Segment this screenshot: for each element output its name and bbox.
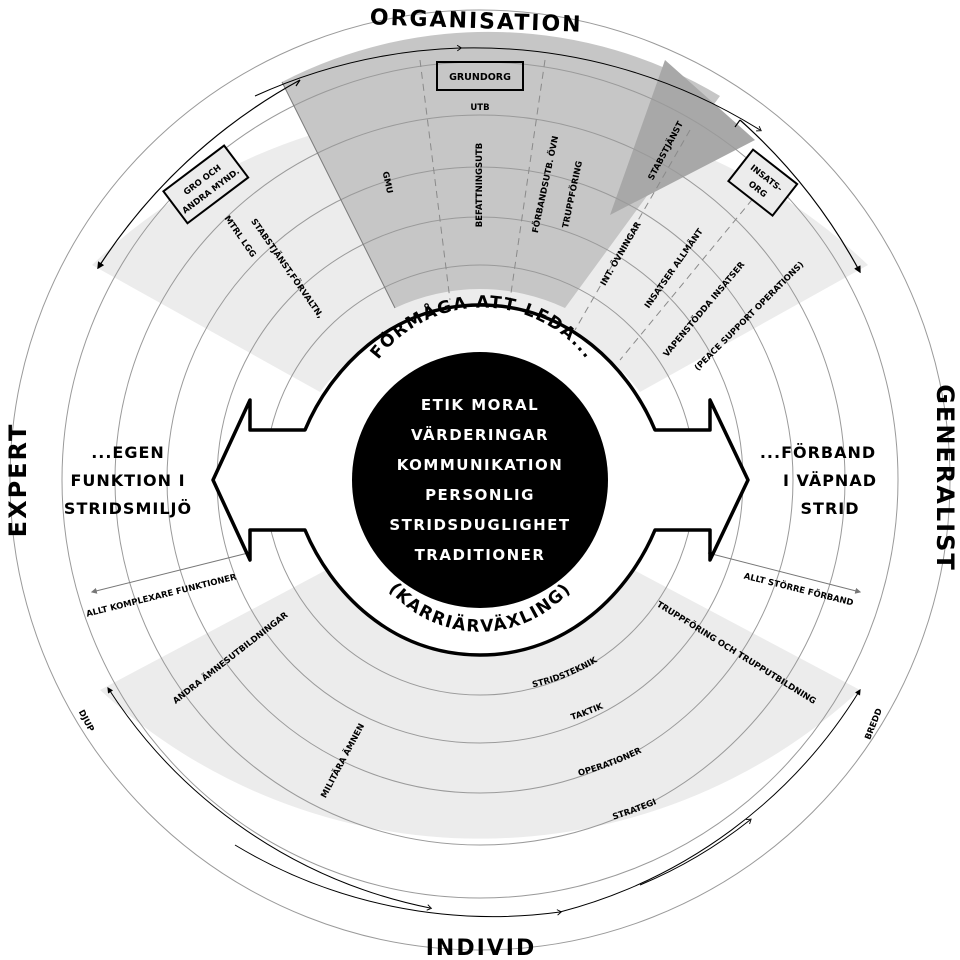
- arrow-bottom-mid: [234, 844, 563, 918]
- left-arrow-line: FUNKTION I: [70, 471, 185, 490]
- core-line: TRADITIONER: [415, 546, 546, 564]
- core-line: PERSONLIG: [425, 486, 535, 504]
- central-double-arrow: [211, 303, 750, 657]
- arrow-bottom-right: [559, 688, 861, 913]
- left-arrow-line: STRIDSMILJÖ: [64, 499, 192, 518]
- outer-arrows-bottom: [107, 686, 861, 918]
- tick-mark: [295, 79, 301, 87]
- sector-darker-wedge: [610, 60, 755, 215]
- right-arrow-line: ...FÖRBAND: [760, 443, 876, 462]
- arrow-top-left: [97, 79, 301, 270]
- radial-divider: [619, 189, 761, 361]
- right-arrow-label: ...FÖRBAND I VÄPNAD STRID: [760, 443, 877, 518]
- radial-divider: [574, 129, 691, 331]
- label-gmu: GMU: [380, 171, 394, 195]
- core-line: VÄRDERINGAR: [411, 425, 549, 444]
- core-line: KOMMUNIKATION: [397, 456, 564, 474]
- radial-divider: [419, 59, 451, 301]
- core-text-block: ETIK MORAL VÄRDERINGAR KOMMUNIKATION PER…: [389, 396, 570, 564]
- direction-arrows: [90, 552, 862, 594]
- right-arrow-line: STRID: [801, 499, 860, 518]
- core-line: STRIDSDUGLIGHET: [389, 516, 570, 534]
- tick-mark: [734, 119, 741, 128]
- arrow-top-right: [459, 47, 762, 132]
- arrow-top-right: [739, 119, 861, 274]
- box-gro-frame: [162, 144, 250, 225]
- right-arrow-line: I VÄPNAD: [783, 471, 877, 490]
- arrow-bottom-left: [107, 686, 433, 911]
- radial-divider-lines: [281, 59, 761, 361]
- radial-divider: [281, 81, 396, 309]
- ring-6: [9, 9, 951, 951]
- box-grundorg-text: GRUNDORG: [449, 72, 511, 83]
- label-organisation: ORGANISATION: [369, 5, 583, 37]
- label-allt-komplexare: ALLT KOMPLEXARE FUNKTIONER: [85, 572, 238, 619]
- box-grundorg: GRUNDORG: [436, 61, 524, 91]
- core-circle: [352, 352, 608, 608]
- organisation-sector: [92, 31, 868, 392]
- label-utb: UTB: [470, 103, 489, 113]
- label-befattningsutb: BEFATTNINGSUTB: [475, 143, 485, 228]
- label-generalist: GENERALIST: [931, 384, 959, 572]
- arrow-allt-komplexare: [90, 552, 249, 594]
- left-arrow-line: ...EGEN: [91, 443, 165, 462]
- radial-divider: [509, 59, 546, 301]
- label-djup: DJUP: [76, 708, 96, 733]
- box-insats-org: INSATS- ORG: [727, 148, 799, 218]
- arrow-bottom-right: [639, 818, 752, 886]
- label-expert: EXPERT: [4, 423, 32, 538]
- sector-dark-fill: [282, 31, 720, 308]
- box-insats-frame: [727, 148, 799, 218]
- core-line: ETIK MORAL: [421, 396, 539, 414]
- label-individ: INDIVID: [426, 936, 537, 960]
- ring-4: [114, 114, 846, 846]
- left-arrow-label: ...EGEN FUNKTION I STRIDSMILJÖ: [64, 443, 192, 518]
- arrow-top-left: [254, 44, 463, 97]
- outer-arrows-top: [97, 44, 861, 274]
- box-grundorg-frame: [436, 61, 524, 91]
- ring-3: [166, 166, 794, 794]
- arrow-allt-storre: [707, 552, 862, 594]
